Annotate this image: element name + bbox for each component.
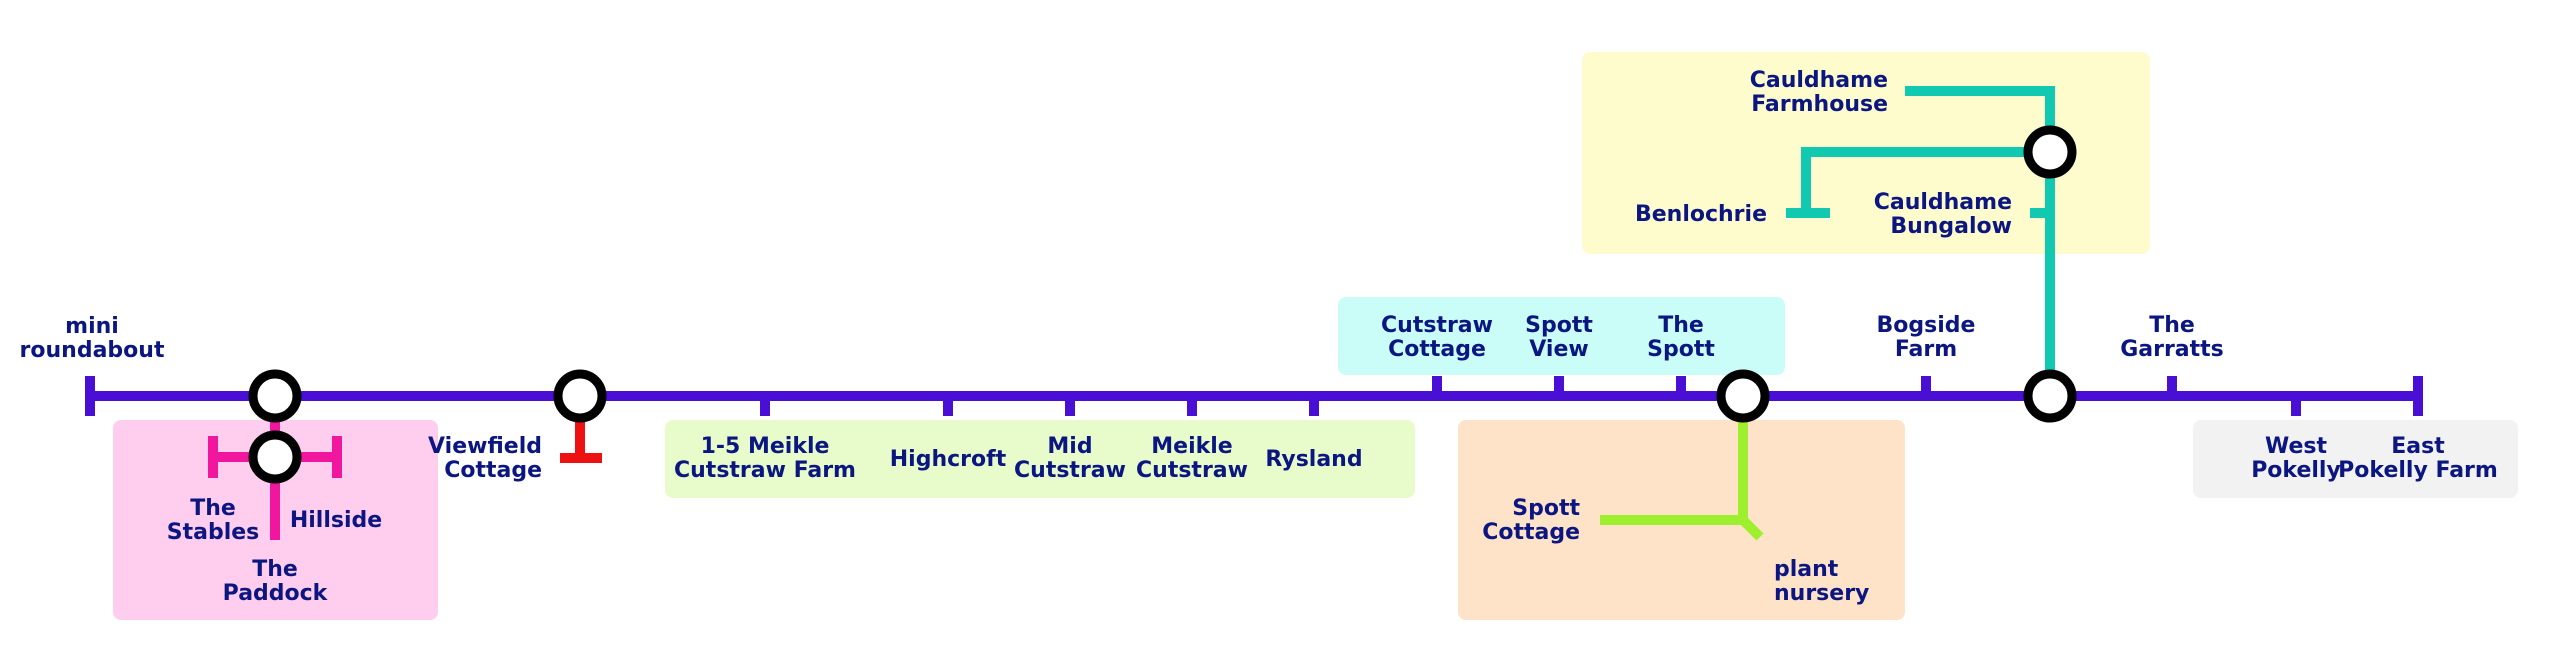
interchanges xyxy=(248,125,2077,484)
junction-viewfield xyxy=(553,369,607,423)
label-highcroft: Highcroft xyxy=(890,447,1007,472)
zone-cyan xyxy=(1338,297,1785,375)
junction-cauldhame xyxy=(2023,369,2077,423)
teal-branch xyxy=(1786,86,2055,396)
zone-green xyxy=(665,420,1415,498)
junction-cauldhame-branch xyxy=(2023,125,2077,179)
junction-spott xyxy=(1716,369,1770,423)
label-benlochrie: Benlochrie xyxy=(1635,202,1767,227)
zone-grey xyxy=(2193,420,2518,498)
label-rysland: Rysland xyxy=(1265,447,1362,472)
junction-stables-branch xyxy=(248,430,302,484)
junction-stables xyxy=(248,369,302,423)
label-hillside: Hillside xyxy=(290,508,382,533)
